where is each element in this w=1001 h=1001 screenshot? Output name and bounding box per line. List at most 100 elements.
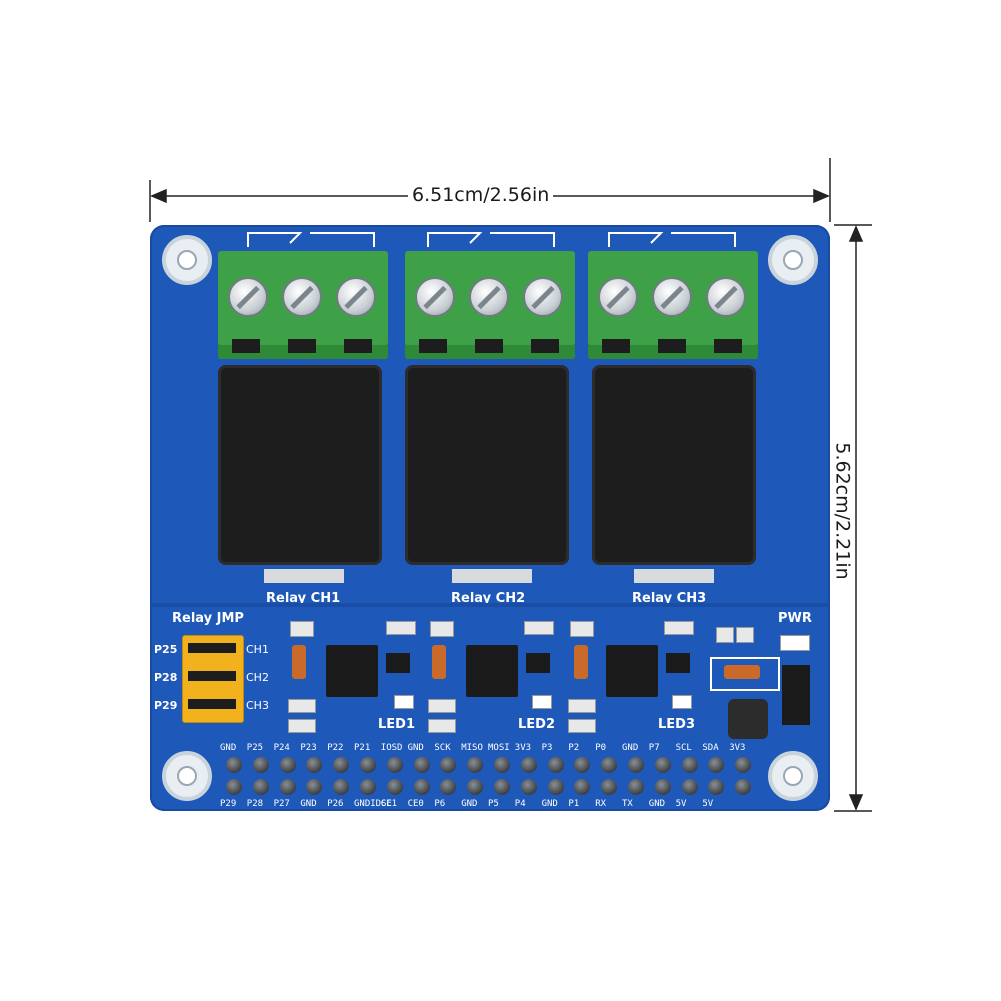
header-bottom-label: GND <box>300 799 317 809</box>
optocoupler-ch2 <box>466 645 518 697</box>
screw-icon <box>523 277 563 317</box>
header-top-label: IOSD <box>380 743 403 753</box>
gpio-pin <box>628 779 644 795</box>
header-top-label: P24 <box>273 743 290 753</box>
header-top-label: P25 <box>246 743 264 753</box>
optocoupler-ch1 <box>326 645 378 697</box>
header-top-label: P3 <box>541 743 553 753</box>
gpio-pin <box>681 757 698 773</box>
gpio-pin <box>333 757 350 773</box>
header-top-label: MISO <box>461 743 483 753</box>
gpio-pin <box>226 757 242 773</box>
gpio-pin <box>333 779 350 795</box>
header-bottom-label: GND <box>461 799 478 809</box>
header-top-label: MOSI <box>488 743 510 753</box>
header-bottom-label: CE0 <box>407 799 424 809</box>
gpio-pin <box>654 779 671 795</box>
gpio-pin <box>708 779 725 795</box>
gpio-pin <box>494 757 510 773</box>
power-label: PWR <box>778 611 812 626</box>
header-bottom-label: P6 <box>434 799 446 809</box>
header-bottom-label: P5 <box>488 799 499 809</box>
relay-ch3 <box>592 365 756 565</box>
jumper-left-label: P29 <box>154 699 178 712</box>
gpio-pin <box>306 757 323 773</box>
header-bottom-label: P1 <box>568 799 580 809</box>
led2-label: LED2 <box>518 717 556 732</box>
gpio-pin <box>601 779 618 795</box>
header-top-label: SCL <box>675 743 692 753</box>
header-bottom-label: P27 <box>273 799 290 809</box>
header-top-label: GND <box>622 743 639 753</box>
header-top-label: 3V3 <box>729 743 746 753</box>
gpio-pin <box>386 779 403 795</box>
led1-label: LED1 <box>378 717 416 732</box>
header-bottom-label: GNDIDSC <box>354 799 392 809</box>
gpio-pin <box>574 757 591 773</box>
header-bottom-label: P28 <box>246 799 264 809</box>
mount-hole-top-right <box>768 235 818 285</box>
jumper-right-label: CH1 <box>246 643 269 656</box>
gpio-pin <box>279 779 296 795</box>
gpio-pin <box>306 779 323 795</box>
led3-label: LED3 <box>658 717 696 732</box>
gpio-pin <box>520 779 537 795</box>
gpio-pin <box>547 757 564 773</box>
header-top-label: P2 <box>568 743 580 753</box>
header-bottom-label: P26 <box>327 799 344 809</box>
header-bottom-label: P4 <box>514 799 526 809</box>
gpio-pin <box>735 779 752 795</box>
header-bottom-label: CE1 <box>380 799 398 809</box>
gpio-pin <box>735 757 752 773</box>
gpio-pin <box>601 757 618 773</box>
gpio-pin <box>226 779 242 795</box>
screw-icon <box>336 277 376 317</box>
header-top-label: P0 <box>595 743 607 753</box>
gpio-pin <box>360 757 376 773</box>
jumper-left-label: P25 <box>154 643 178 656</box>
optocoupler-ch3 <box>606 645 658 697</box>
width-dimension-label: 6.51cm/2.56in <box>408 184 554 206</box>
gpio-pin <box>360 779 376 795</box>
terminal-block-ch3 <box>588 251 758 359</box>
gpio-pin <box>467 779 484 795</box>
height-dimension-label: 5.62cm/2.21in <box>831 438 854 584</box>
header-top-label: SCK <box>434 743 451 753</box>
header-bottom-label: GND <box>541 799 558 809</box>
relay-ch1-label: Relay CH1 <box>266 591 341 606</box>
jumper-right-label: CH2 <box>246 671 269 684</box>
header-top-label: GND <box>407 743 424 753</box>
header-bottom-label: 5V <box>702 799 714 809</box>
relay-ch3-label: Relay CH3 <box>632 591 707 606</box>
relay-ch1 <box>218 365 382 565</box>
gpio-pin <box>654 757 671 773</box>
header-top-label: P23 <box>300 743 317 753</box>
gpio-pin <box>494 779 510 795</box>
gpio-pin <box>279 757 296 773</box>
screw-icon <box>282 277 322 317</box>
screw-icon <box>652 277 692 317</box>
relay-ch2-label: Relay CH2 <box>451 591 526 606</box>
jumper-title: Relay JMP <box>172 611 244 626</box>
relay-contact-symbols <box>247 232 736 247</box>
gpio-pin <box>520 757 537 773</box>
header-bottom-label: RX <box>595 799 607 809</box>
gpio-pin <box>628 757 644 773</box>
gpio-pin <box>386 757 403 773</box>
mount-hole-bottom-left <box>162 751 212 801</box>
gpio-pin <box>413 779 430 795</box>
screw-icon <box>228 277 268 317</box>
screw-icon <box>706 277 746 317</box>
header-bottom-label: GND <box>648 799 666 809</box>
jumper-right-label: CH3 <box>246 699 269 712</box>
gpio-pin <box>440 757 457 773</box>
relay-ch2 <box>405 365 569 565</box>
header-top-label: GND <box>220 743 237 753</box>
jumper-left-label: P28 <box>154 671 178 684</box>
gpio-pin <box>413 757 430 773</box>
header-top-label: P7 <box>648 743 660 753</box>
gpio-pin <box>547 779 564 795</box>
gpio-pin <box>440 779 457 795</box>
mount-hole-bottom-right <box>768 751 818 801</box>
header-bottom-label: TX <box>622 799 633 809</box>
